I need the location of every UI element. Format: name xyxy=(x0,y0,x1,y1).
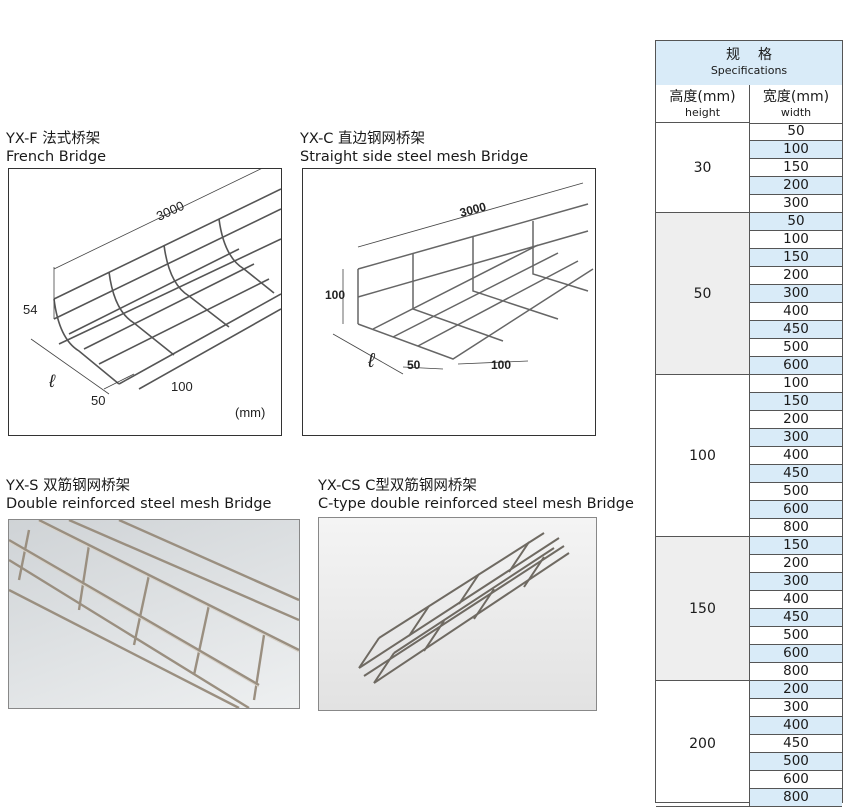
product-code: YX-S 双筋钢网桥架 xyxy=(6,478,131,494)
width-cell: 600 xyxy=(750,501,842,519)
product-name: Double reinforced steel mesh Bridge xyxy=(6,496,272,512)
width-cell: 300 xyxy=(750,429,842,447)
height-cell: 200 xyxy=(656,681,750,807)
width-cell: 500 xyxy=(750,483,842,501)
width-cell: 400 xyxy=(750,303,842,321)
caption-yx-s: YX-S 双筋钢网桥架 Double reinforced steel mesh… xyxy=(6,477,271,513)
dim-b: 100 xyxy=(171,379,193,394)
width-cell: 450 xyxy=(750,735,842,753)
width-cell: 100 xyxy=(750,231,842,249)
height-cell: 50 xyxy=(656,213,750,375)
dim-a: 50 xyxy=(407,358,421,372)
width-cell: 300 xyxy=(750,285,842,303)
height-header-en: height xyxy=(684,106,721,119)
width-cell: 50 xyxy=(750,123,842,141)
width-cell: 200 xyxy=(750,267,842,285)
dim-unit: (mm) xyxy=(235,405,265,420)
width-cell: 150 xyxy=(750,537,842,555)
width-cell: 300 xyxy=(750,195,842,213)
width-cell: 600 xyxy=(750,771,842,789)
width-cell: 300 xyxy=(750,699,842,717)
width-cell: 200 xyxy=(750,411,842,429)
height-cell: 30 xyxy=(656,123,750,213)
caption-yx-f: YX-F 法式桥架 French Bridge xyxy=(6,130,106,166)
spec-title: 规格 Specifications xyxy=(656,41,842,86)
width-cell: 500 xyxy=(750,339,842,357)
dim-length: 3000 xyxy=(154,198,187,224)
width-header-cn: 宽度(mm) xyxy=(762,89,830,105)
product-code: YX-C 直边钢网桥架 xyxy=(300,131,426,147)
width-cell: 600 xyxy=(750,645,842,663)
product-name: Straight side steel mesh Bridge xyxy=(300,149,529,165)
double-reinforced-bridge-photo xyxy=(8,519,300,709)
dim-ell: ℓ xyxy=(367,350,376,372)
width-header-en: width xyxy=(780,106,812,119)
french-bridge-diagram: 3000 54 ℓ 50 100 (mm) xyxy=(8,168,282,436)
dim-ell: ℓ xyxy=(48,371,56,391)
width-cell: 200 xyxy=(750,555,842,573)
width-cell: 400 xyxy=(750,591,842,609)
width-cell: 200 xyxy=(750,681,842,699)
width-cell: 450 xyxy=(750,609,842,627)
height-header-cn: 高度(mm) xyxy=(669,89,736,105)
width-cell: 100 xyxy=(750,375,842,393)
width-cell: 450 xyxy=(750,465,842,483)
caption-yx-c: YX-C 直边钢网桥架 Straight side steel mesh Bri… xyxy=(300,130,528,166)
width-cell: 800 xyxy=(750,519,842,537)
width-cell: 150 xyxy=(750,393,842,411)
caption-yx-cs: YX-CS C型双筋钢网桥架 C-type double reinforced … xyxy=(318,477,634,513)
width-cell: 500 xyxy=(750,753,842,771)
dim-height: 100 xyxy=(325,288,345,302)
width-cell: 300 xyxy=(750,573,842,591)
c-type-bridge-photo xyxy=(318,517,597,711)
width-cell: 450 xyxy=(750,321,842,339)
width-cell: 500 xyxy=(750,627,842,645)
width-cell: 150 xyxy=(750,249,842,267)
width-column-header: 宽度(mm) width xyxy=(750,85,842,124)
product-name: French Bridge xyxy=(6,149,107,165)
width-cell: 400 xyxy=(750,447,842,465)
width-cell: 100 xyxy=(750,141,842,159)
spec-title-en: Specifications xyxy=(710,64,788,77)
width-cell: 200 xyxy=(750,177,842,195)
dim-a: 50 xyxy=(91,393,105,408)
dim-b: 100 xyxy=(491,358,511,372)
spec-title-cn: 规格 xyxy=(726,47,790,63)
width-cell: 150 xyxy=(750,159,842,177)
width-cell: 800 xyxy=(750,789,842,807)
height-cell: 100 xyxy=(656,375,750,537)
width-cell: 600 xyxy=(750,357,842,375)
spec-table: 规格 Specifications 高度(mm) height 宽度(mm) w… xyxy=(655,40,843,807)
straight-side-bridge-diagram: 3000 100 ℓ 50 100 xyxy=(302,168,596,436)
height-column-header: 高度(mm) height xyxy=(656,85,750,123)
product-code: YX-CS C型双筋钢网桥架 xyxy=(318,478,477,494)
dim-height: 54 xyxy=(23,302,37,317)
width-cell: 50 xyxy=(750,213,842,231)
dim-length: 3000 xyxy=(458,199,488,220)
width-cell: 400 xyxy=(750,717,842,735)
product-name: C-type double reinforced steel mesh Brid… xyxy=(318,496,634,512)
width-cell: 800 xyxy=(750,663,842,681)
product-code: YX-F 法式桥架 xyxy=(6,131,101,147)
height-cell: 150 xyxy=(656,537,750,681)
